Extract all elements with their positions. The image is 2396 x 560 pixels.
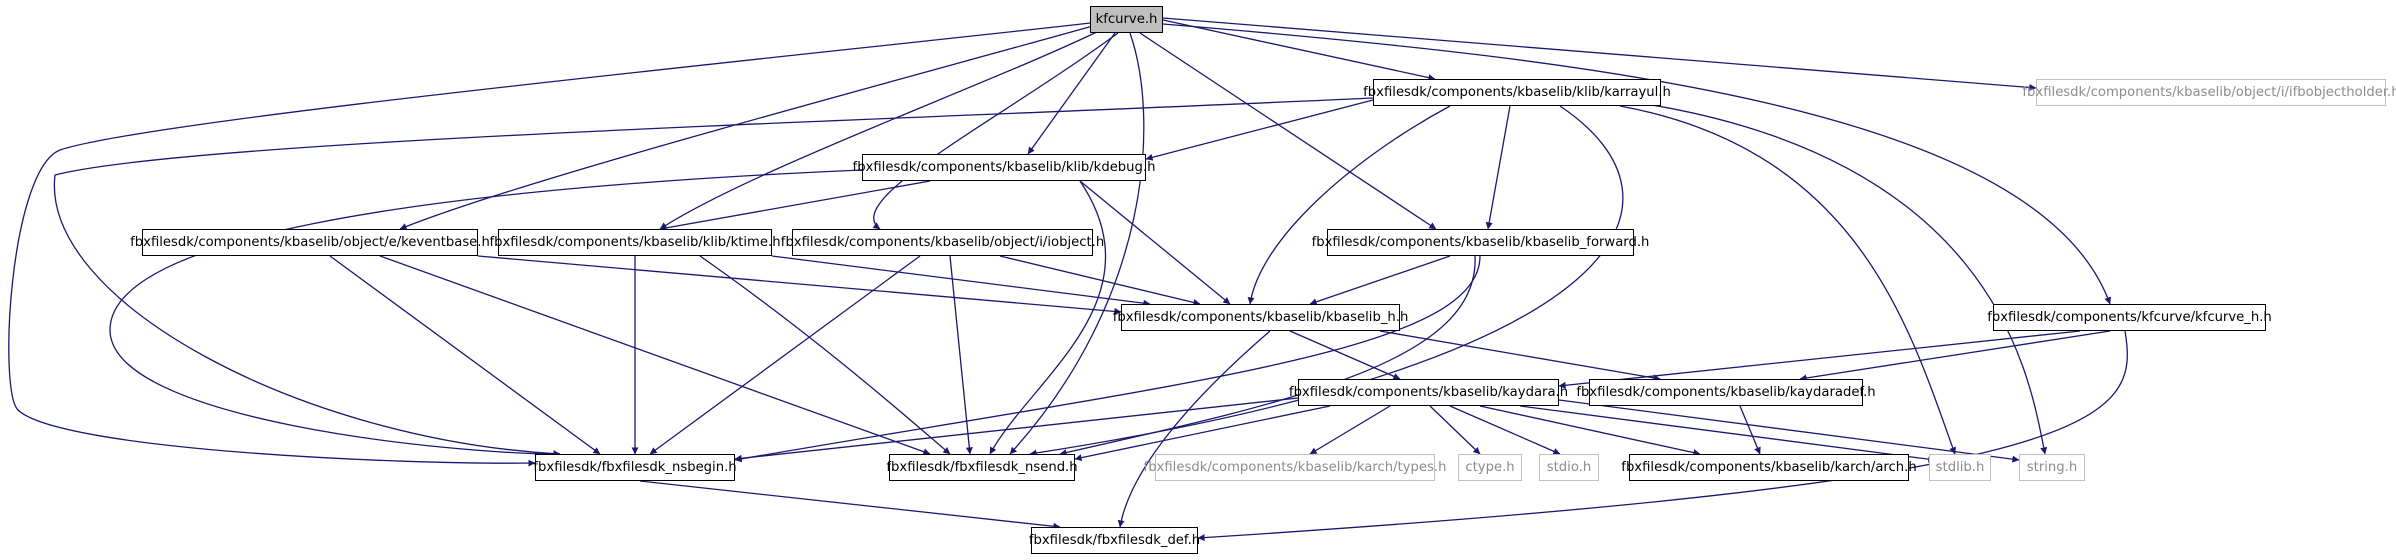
edge-kfcurve-to-nsend (1009, 32, 1145, 455)
edge-kaydara-to-ctype (1429, 405, 1481, 455)
edge-kaydara-to-stdio (1449, 405, 1561, 455)
edge-kfcurve-to-kbaselib-forward (1139, 32, 1437, 230)
node-nsend-h[interactable]: fbxfilesdk/fbxfilesdk_nsend.h (886, 454, 1078, 481)
edge-kaydara-to-string (1558, 399, 2020, 463)
node-iobject-h[interactable]: fbxfilesdk/components/kbaselib/object/i/… (781, 229, 1104, 256)
node-karrayul-h[interactable]: fbxfilesdk/components/kbaselib/klib/karr… (1363, 79, 1671, 106)
edge-karrayul-to-stdlib (1619, 105, 1957, 455)
edge-karrayul-to-nsbegin (53, 97, 1374, 458)
node-stdio-h: stdio.h (1539, 454, 1599, 481)
node-kbaselib-h-h[interactable]: fbxfilesdk/components/kbaselib/kbaselib_… (1113, 304, 1408, 331)
edge-iobject-to-nsend (949, 255, 973, 455)
edge-kbaselib-forward-to-nsend (1059, 255, 1476, 456)
edge-kdebug-to-nsend (989, 180, 1106, 455)
node-ifbobjectholder-h: fbxfilesdk/components/kbaselib/object/i/… (2022, 79, 2396, 106)
edge-karrayul-to-kdebug (1145, 99, 1374, 161)
edge-karrayul-to-kbaselib-forward (1485, 105, 1511, 230)
edge-kfcurve-h-to-def (1197, 330, 2128, 542)
edge-karrayul-to-string (1639, 102, 2048, 455)
node-kdebug-h[interactable]: fbxfilesdk/components/kbaselib/klib/kdeb… (853, 154, 1155, 181)
edge-kaydara-to-arch (1479, 405, 1701, 457)
node-kfcurve-h-h[interactable]: fbxfilesdk/components/kfcurve/kfcurve_h.… (1987, 304, 2272, 331)
edge-kfcurve-to-kdebug (1027, 32, 1116, 155)
edge-kdebug-to-kbaselib-h (1079, 180, 1231, 305)
edge-kbaselib-forward-to-nsbegin (734, 255, 1481, 463)
edge-kdebug-to-ktime (659, 180, 931, 232)
node-types-h: fbxfilesdk/components/kbaselib/karch/typ… (1144, 454, 1446, 481)
edge-kaydara-to-stdlib (1519, 405, 1936, 463)
edge-kfcurve-to-kfcurve-h (1162, 23, 2112, 305)
edge-kaydaradef-to-arch (1739, 405, 1761, 455)
edge-iobject-to-nsbegin (649, 255, 921, 455)
node-arch-h[interactable]: fbxfilesdk/components/kbaselib/karch/arc… (1621, 454, 1917, 481)
edge-kfcurve-to-nsbegin (8, 21, 1101, 467)
edge-kbaselib-forward-to-kbaselib-h (1309, 255, 1451, 306)
edge-nsbegin-to-def (639, 480, 1061, 530)
edge-kfcurve-to-ktime (659, 27, 1106, 230)
edge-kdebug-to-nsbegin (109, 169, 863, 458)
node-keventbase-h[interactable]: fbxfilesdk/components/kbaselib/object/e/… (130, 229, 490, 256)
edge-ktime-to-nsend (699, 255, 951, 455)
node-kaydaradef-h[interactable]: fbxfilesdk/components/kbaselib/kaydarade… (1576, 379, 1876, 406)
node-ktime-h[interactable]: fbxfilesdk/components/kbaselib/klib/ktim… (489, 229, 781, 256)
edge-karrayul-to-nsend (1029, 105, 1624, 457)
edge-kbaselib-h-to-kaydaradef (1379, 330, 1661, 382)
node-kbaselib-forward-h[interactable]: fbxfilesdk/components/kbaselib/kbaselib_… (1312, 229, 1649, 256)
edge-iobject-to-kbaselib-h (999, 255, 1201, 306)
node-nsbegin-h[interactable]: fbxfilesdk/fbxfilesdk_nsbegin.h (533, 454, 737, 481)
edge-kfcurve-h-to-kaydara (1558, 330, 2081, 389)
node-stdlib-h: stdlib.h (1929, 454, 1991, 481)
edge-kaydara-to-types (1309, 405, 1391, 455)
edge-keventbase-to-kbaselib-h (477, 255, 1122, 315)
edge-kaydara-to-nsbegin (734, 397, 1299, 462)
edge-kfcurve-to-keventbase (399, 23, 1101, 230)
edge-kfcurve-to-iobject (872, 32, 1119, 230)
edge-kfcurve-h-to-kaydaradef (1799, 330, 2111, 382)
node-string-h: string.h (2019, 454, 2085, 481)
edge-kaydara-to-nsend (1074, 405, 1331, 462)
edge-kbaselib-h-to-def (1117, 330, 1271, 528)
node-kfcurve-h: kfcurve.h (1090, 6, 1163, 33)
edge-kfcurve-to-ifbobjectholder (1162, 17, 2037, 91)
edge-kfcurve-to-karrayul (1162, 19, 1436, 82)
edge-keventbase-to-nsbegin (329, 255, 601, 455)
edge-keventbase-to-nsend (379, 255, 931, 456)
node-ctype-h: ctype.h (1458, 454, 1522, 481)
edge-karrayul-to-kbaselib-h (1247, 105, 1451, 305)
edge-kbaselib-h-to-kaydara (1289, 330, 1401, 380)
node-fbxfilesdk-def-h[interactable]: fbxfilesdk/fbxfilesdk_def.h (1029, 527, 1200, 554)
edge-ktime-to-kbaselib-h (771, 255, 1151, 307)
node-kaydara-h[interactable]: fbxfilesdk/components/kbaselib/kaydara.h (1289, 379, 1568, 406)
